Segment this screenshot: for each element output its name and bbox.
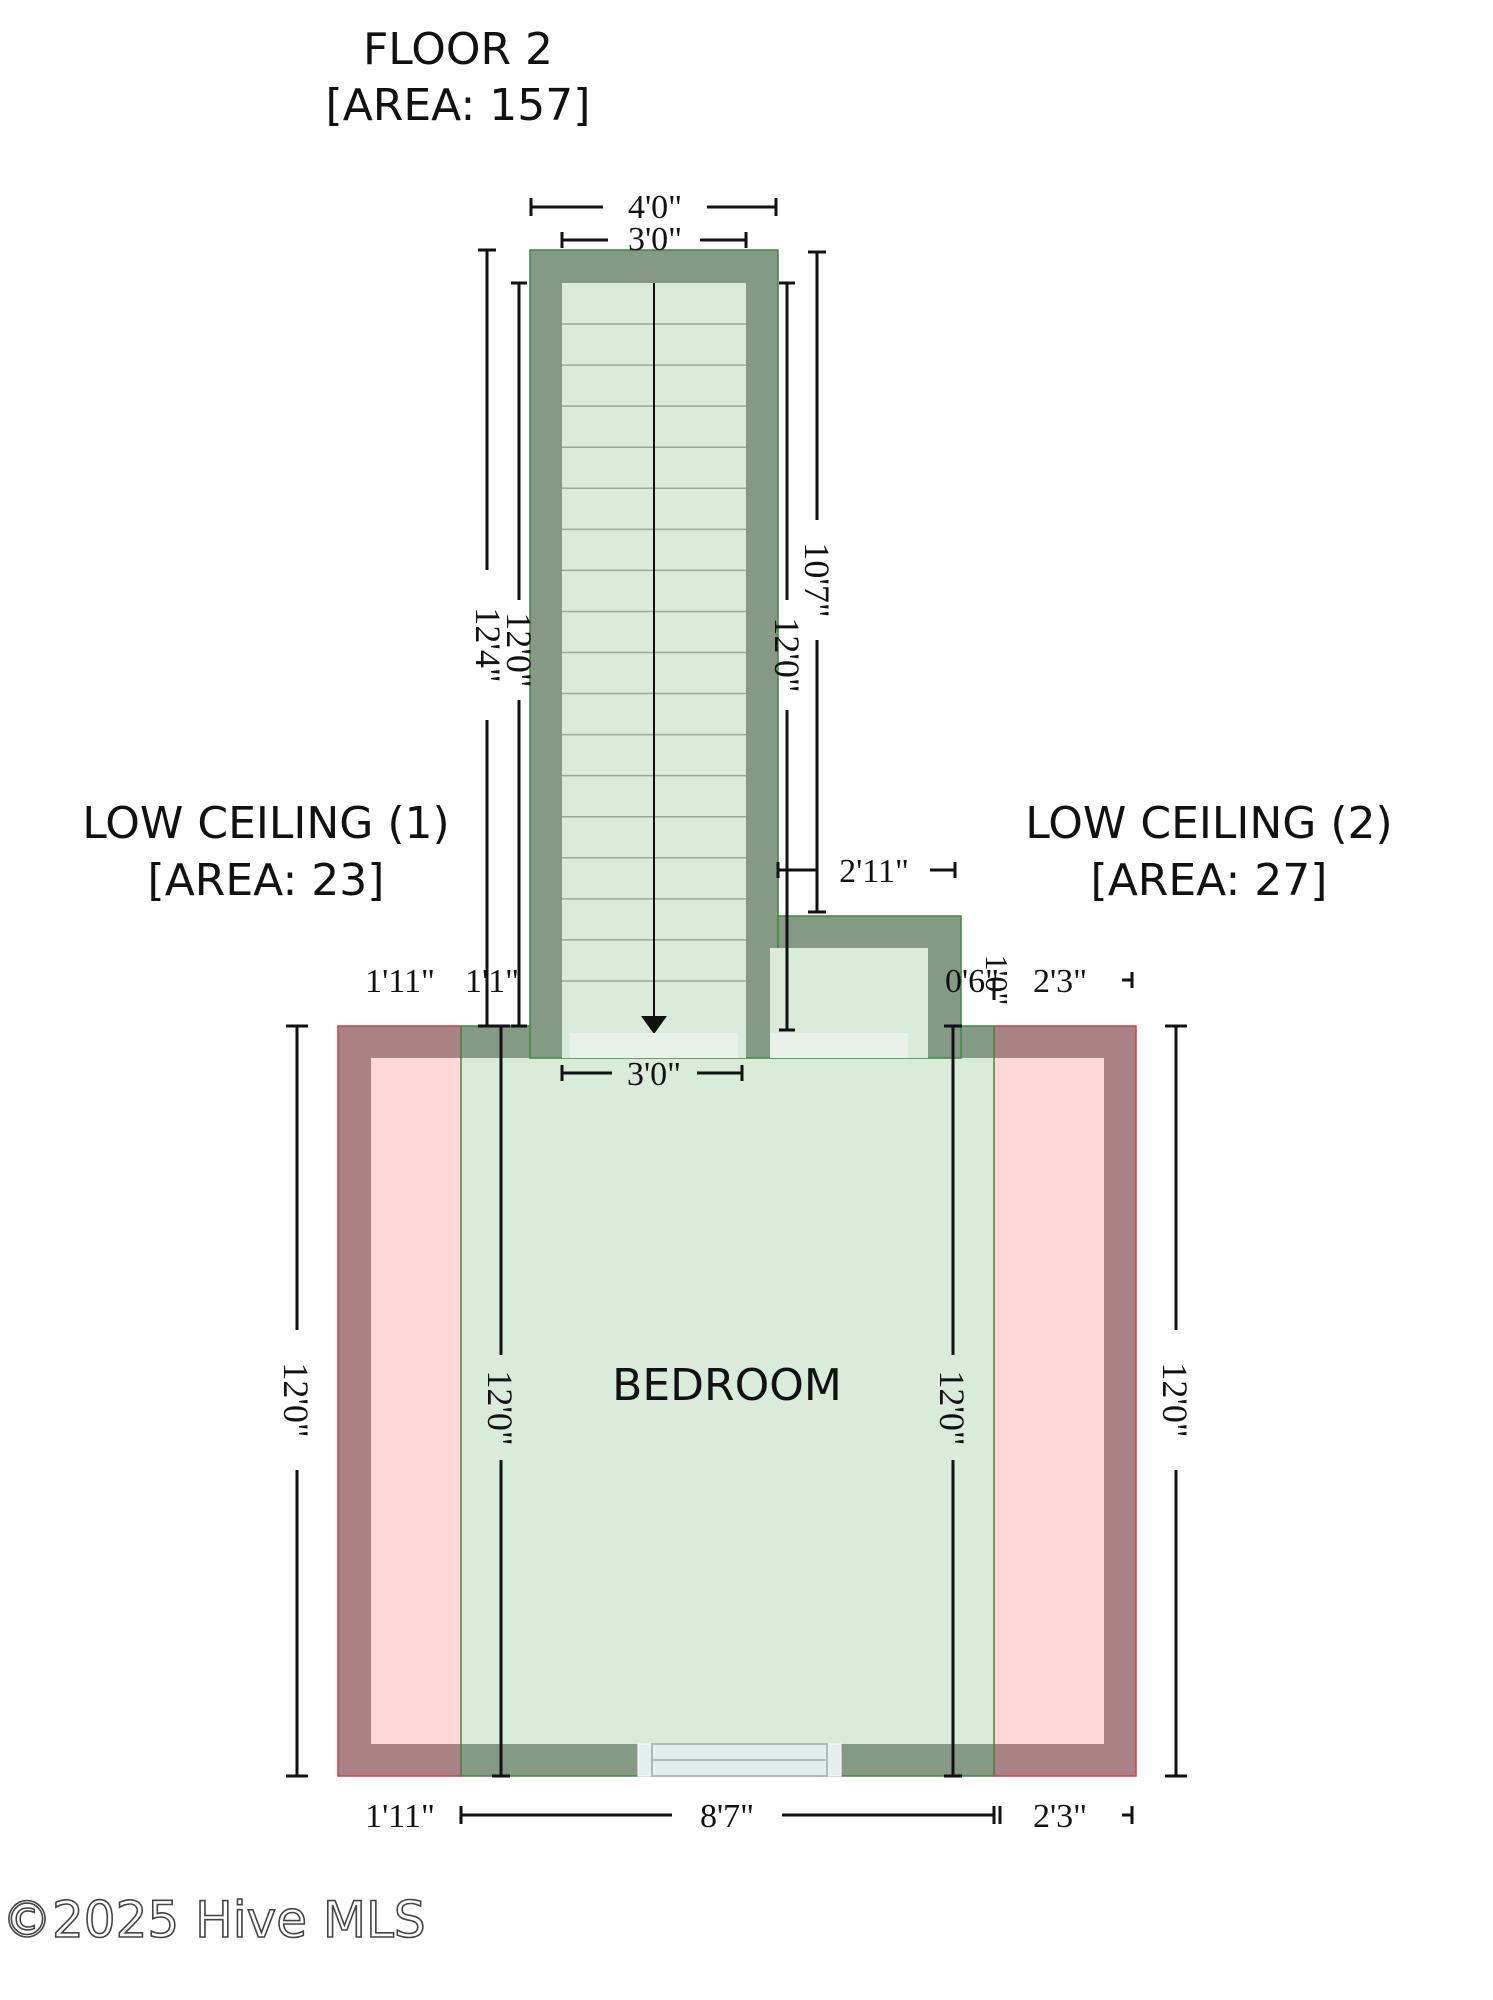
bedroom-room bbox=[460, 1025, 995, 1777]
stair-door-opening bbox=[570, 1033, 738, 1058]
dim-top-right-1: 0'6" bbox=[945, 963, 999, 1000]
dim-top-left-2: 1'1" bbox=[465, 963, 519, 1000]
dim-top-left-1: 1'11" bbox=[365, 963, 435, 1000]
floor-area: [AREA: 157] bbox=[326, 80, 591, 131]
dim-bottom-middle: 8'7" bbox=[700, 1798, 754, 1835]
dim-stair-right-inner: 12'0" bbox=[767, 617, 807, 692]
dim-stair-outer-width: 4'0" bbox=[628, 189, 682, 226]
low-ceiling-2-area bbox=[993, 1025, 1137, 1777]
dim-closet-width: 2'11" bbox=[839, 853, 909, 890]
dim-bottom-right: 2'3" bbox=[1033, 1798, 1087, 1835]
dim-bottom-left: 1'11" bbox=[365, 1798, 435, 1835]
floor-title: FLOOR 2 bbox=[363, 24, 553, 75]
dimension-lines bbox=[286, 198, 1187, 1824]
bedroom-label: BEDROOM bbox=[612, 1360, 842, 1411]
dim-right-outer-height: 12'0" bbox=[1155, 1362, 1195, 1437]
low-ceiling-1-area bbox=[337, 1025, 462, 1777]
watermark: ©2025 Hive MLS bbox=[2, 1891, 426, 1949]
dim-stair-left-outer: 12'4" bbox=[468, 607, 508, 682]
low-ceiling-1-area-label: [AREA: 23] bbox=[148, 855, 385, 906]
dim-bedroom-left-height: 12'0" bbox=[480, 1370, 520, 1445]
dim-top-right-2: 2'3" bbox=[1033, 963, 1087, 1000]
stair-direction-arrow bbox=[641, 1016, 667, 1034]
low-ceiling-2-label: LOW CEILING (2) bbox=[1025, 798, 1392, 849]
low-ceiling-2-area-label: [AREA: 27] bbox=[1091, 855, 1328, 906]
closet-door-opening bbox=[770, 1033, 908, 1058]
dim-stair-inner-width: 3'0" bbox=[628, 221, 682, 258]
dim-door-width: 3'0" bbox=[627, 1056, 681, 1093]
low-ceiling-1-label: LOW CEILING (1) bbox=[82, 798, 449, 849]
dim-bedroom-right-height: 12'0" bbox=[932, 1370, 972, 1445]
dim-stair-left-inner: 12'0" bbox=[499, 612, 539, 687]
dim-closet-depth: 1'0" bbox=[979, 955, 1015, 1006]
dim-stair-right-outer: 10'7" bbox=[797, 542, 837, 617]
dim-left-outer-height: 12'0" bbox=[276, 1362, 316, 1437]
stair-well bbox=[529, 249, 779, 1059]
bedroom-window bbox=[637, 1743, 842, 1777]
